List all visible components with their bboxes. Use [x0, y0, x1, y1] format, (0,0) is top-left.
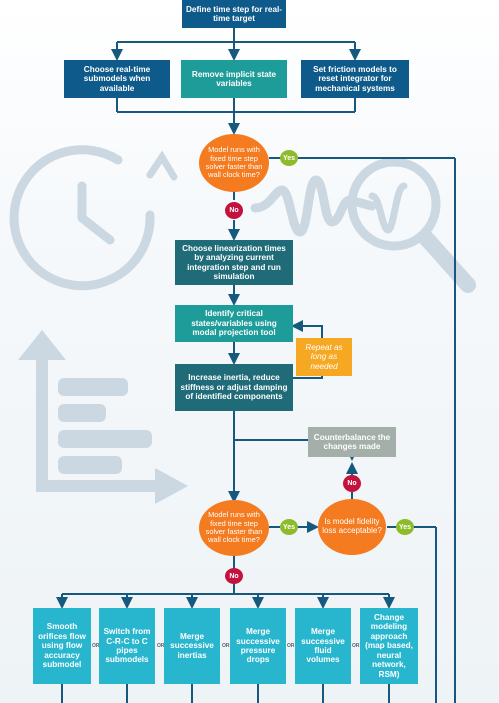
option-merge-fluid-volumes: Merge successive fluid volumes	[295, 608, 351, 684]
or-label: OR	[157, 643, 165, 649]
yes-badge-2: Yes	[280, 519, 298, 535]
or-label: OR	[287, 643, 295, 649]
yes-badge-1: Yes	[280, 150, 298, 166]
yes-badge-3: Yes	[396, 519, 414, 535]
option-friction-models: Set friction models to reset integrator …	[301, 60, 409, 98]
decision-fidelity-acceptable: Is model fidelity loss acceptable?	[318, 499, 386, 555]
option-change-modeling-approach: Change modeling approach (map based, neu…	[360, 608, 418, 684]
no-badge-3: No	[343, 475, 361, 492]
decision-runs-faster-1: Model runs with fixed time step solver f…	[199, 134, 269, 192]
repeat-note: Repeat as long as needed	[296, 338, 352, 376]
no-badge-2: No	[225, 568, 243, 584]
no-badge-1: No	[225, 202, 243, 219]
option-smooth-orifices: Smooth orifices flow using flow accuracy…	[33, 608, 91, 684]
step-identify-critical-states: Identify critical states/variables using…	[175, 305, 293, 342]
option-real-time-submodels: Choose real-time submodels when availabl…	[64, 60, 170, 98]
or-label: OR	[352, 643, 360, 649]
or-label: OR	[92, 643, 100, 649]
option-merge-inertias: Merge successive inertias	[164, 608, 220, 684]
step-increase-inertia: Increase inertia, reduce stiffness or ad…	[175, 364, 293, 411]
start-box-define-time-step: Define time step for real-time target	[182, 0, 286, 28]
wave-icon	[250, 175, 377, 237]
bar-chart-icon	[18, 330, 188, 504]
stopwatch-icon	[9, 145, 178, 291]
step-choose-linearization-times: Choose linearization times by analyzing …	[175, 240, 293, 285]
option-merge-pressure-drops: Merge successive pressure drops	[230, 608, 286, 684]
step-counterbalance: Counterbalance the changes made	[308, 427, 396, 457]
option-switch-pipes: Switch from C-R-C to C pipes submodels	[99, 608, 155, 684]
option-remove-implicit-states: Remove implicit state variables	[181, 60, 287, 98]
or-label: OR	[222, 643, 230, 649]
decision-runs-faster-2: Model runs with fixed time step solver f…	[199, 500, 269, 556]
magnifier-icon	[347, 157, 476, 293]
